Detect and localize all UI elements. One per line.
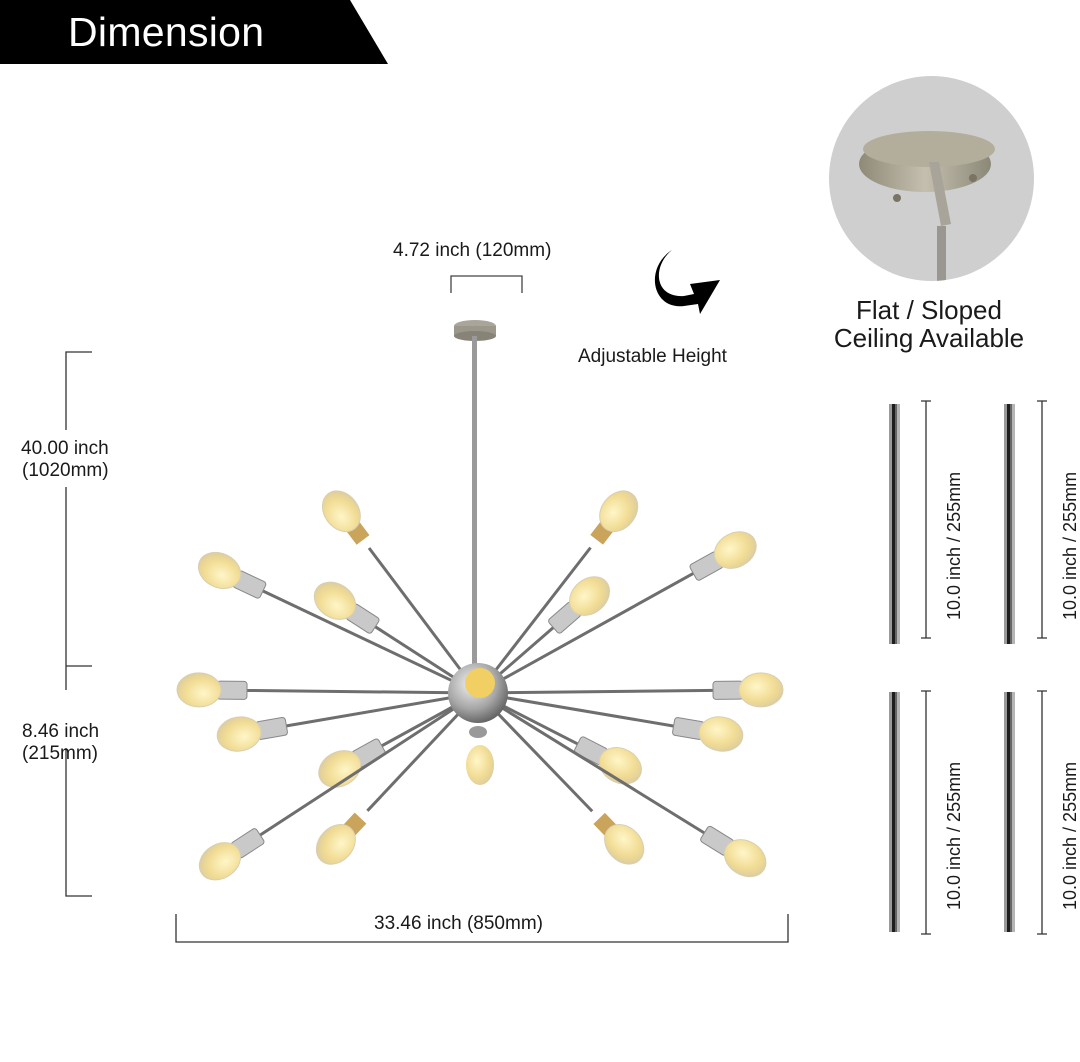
chandelier-arm [244,688,479,695]
canopy-dimension-label: 4.72 inch (120mm) [393,240,552,261]
extension-rod-4 [1004,692,1016,932]
ceiling-mount-line2: Ceiling Available [833,323,1025,353]
total-height-inch: 40.00 inch [21,438,109,459]
body-height-mm: (215mm) [22,743,99,764]
bulb-icon [700,825,767,878]
body-height-inch: 8.46 inch [22,721,100,742]
bulb-icon [548,576,611,634]
rod-4-length: 10.0 inch / 255mm [1060,761,1080,910]
extension-rod-2 [1004,404,1016,644]
curved-arrow-icon [654,250,720,314]
bulb-icon [689,531,757,581]
chandelier-arm [477,691,676,728]
bulb-icon [176,672,248,708]
total-height-mm: (1020mm) [22,460,109,481]
extension-rod-3 [889,692,901,932]
extension-rod-1 [889,404,901,644]
ceiling-mount-line1: Flat / Sloped [856,295,1002,325]
sputnik-chandelier-image [176,320,784,881]
chandelier-arm [260,588,479,695]
bulb-icon [590,490,639,545]
adjustable-height-label: Adjustable Height [578,346,727,367]
width-dimension-bracket [175,914,789,943]
rod-3-length: 10.0 inch / 255mm [944,761,964,910]
rod-1-length: 10.0 inch / 255mm [944,471,964,620]
chandelier-arm [257,691,479,838]
chandelier-arm [284,691,479,728]
bulb-icon [574,736,642,785]
bulb-icon [197,551,267,599]
bulb-icon [321,490,370,545]
chandelier-arm [367,547,480,694]
bulb-icon [313,581,380,634]
canopy-closeup-icon [859,131,995,281]
bulb-icon [318,738,386,788]
chandelier-arm [476,546,592,694]
ceiling-mount-image [829,76,1034,281]
height-dimension-lines [65,351,92,897]
width-dimension-label: 33.46 inch (850mm) [374,913,543,934]
bulb-icon [216,716,288,752]
chandelier-arm [477,691,707,836]
canopy-dimension-bracket [450,275,523,293]
bulb-icon [712,672,784,708]
chandelier-arm [477,571,696,695]
bulb-icon [315,812,367,865]
rod-dimension-brackets [921,400,1047,935]
bulb-icon [593,812,645,865]
bulb-icon [198,828,265,881]
dimension-banner: Dimension [0,0,388,64]
bulb-icon [672,716,744,752]
chandelier-arm [477,688,716,695]
banner-title: Dimension [68,9,265,55]
rod-2-length: 10.0 inch / 255mm [1060,471,1080,620]
banner-shape [0,0,388,64]
